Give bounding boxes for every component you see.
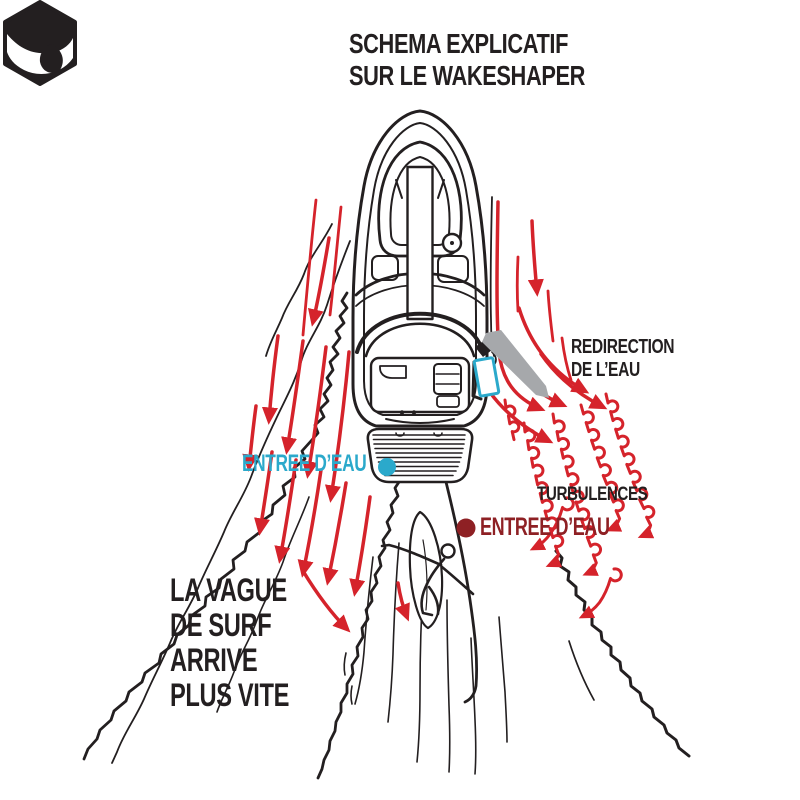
label-turbulences: TURBULENCES <box>537 484 648 505</box>
drop-shape <box>39 44 63 73</box>
surf-wave-line-2: DE SURF <box>170 607 272 643</box>
wakeshaper-device <box>471 330 549 401</box>
label-redirection: REDIRECTION DE L’EAU <box>571 336 675 382</box>
flow-arrows-port <box>242 198 410 633</box>
surfer <box>380 510 475 630</box>
wake-lines <box>82 196 691 780</box>
title-line-2: SUR LE WAKESHAPER <box>349 60 586 91</box>
label-water-entry-port: ENTREE D’EAU <box>242 450 367 477</box>
label-surf-wave: LA VAGUE DE SURF ARRIVE PLUS VITE <box>170 573 289 713</box>
turbulence-coils <box>503 392 656 619</box>
label-water-entry-starboard: ENTREE D’EAU <box>480 513 610 541</box>
diagram-title: SCHEMA EXPLICATIF SUR LE WAKESHAPER <box>349 28 585 92</box>
redirection-line-2: DE L’EAU <box>571 359 640 381</box>
title-line-1: SCHEMA EXPLICATIF <box>349 28 569 59</box>
boat-top-view <box>351 109 489 484</box>
surf-wave-line-3: ARRIVE <box>170 642 258 678</box>
water-entry-dot-red <box>456 518 476 538</box>
surf-wave-line-1: LA VAGUE <box>170 572 287 608</box>
wave-hexagon-logo <box>3 0 77 86</box>
redirection-line-1: REDIRECTION <box>571 336 675 358</box>
surf-wave-line-4: PLUS VITE <box>170 677 290 713</box>
water-entry-dot-cyan <box>378 458 396 476</box>
